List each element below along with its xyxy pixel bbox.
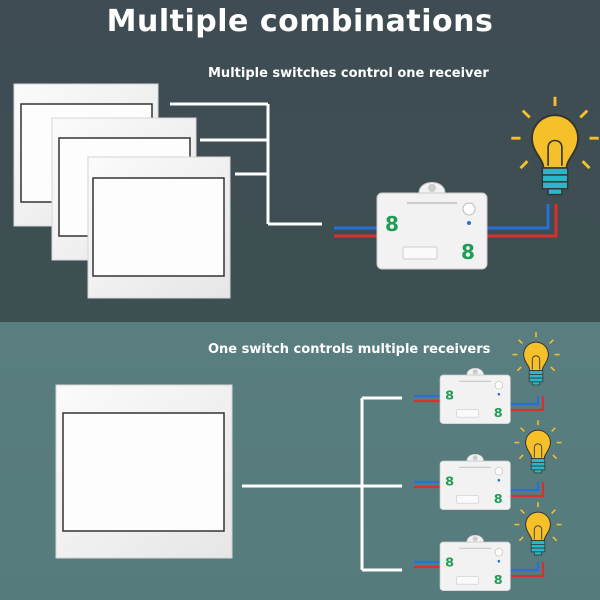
signal-lines-bottom [242, 396, 402, 572]
output-wires-top [487, 204, 558, 238]
input-wires-top [334, 226, 380, 238]
signal-lines-top [170, 102, 322, 226]
receiver-row-1 [414, 331, 561, 425]
light-bulb-icon [509, 95, 600, 196]
section-heading-top: Multiple switches control one receiver [208, 66, 489, 81]
receiver-module-top [376, 181, 488, 270]
receiver-row-3 [414, 501, 563, 592]
receiver-row-2 [414, 419, 563, 511]
wall-switch-large [55, 384, 233, 559]
page-title: Multiple combinations [106, 4, 494, 39]
section-heading-bottom: One switch controls multiple receivers [208, 342, 491, 357]
wall-switch-3 [87, 156, 231, 299]
